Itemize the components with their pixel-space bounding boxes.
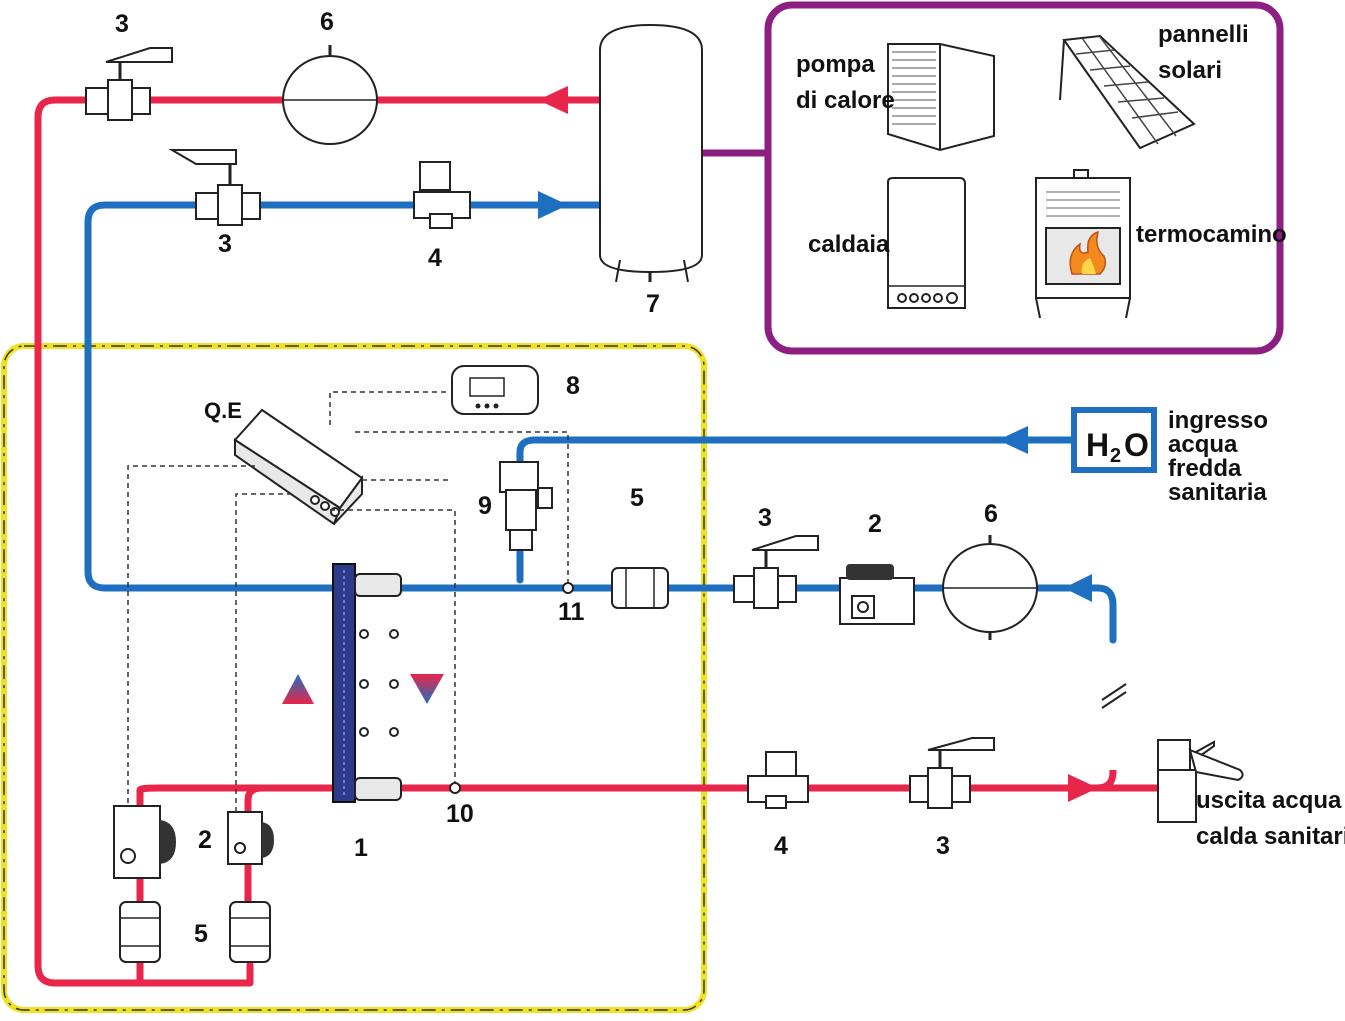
- wiring: [127, 391, 569, 812]
- h2o-subscript: 2: [1110, 445, 1121, 467]
- arrow-recirc-left: [1064, 574, 1092, 602]
- storage-tank: [599, 23, 703, 283]
- expansion-vessel-top: [282, 45, 378, 145]
- label-heat-pump-2: di calore: [796, 87, 895, 114]
- return-bend: [1096, 770, 1117, 792]
- h2o-letter-h: H: [1086, 427, 1109, 463]
- ball-valve-outlet[interactable]: [909, 737, 995, 809]
- boiler-icon: [887, 177, 966, 309]
- label-2-recirc: 2: [868, 510, 882, 538]
- label-inlet-4: sanitaria: [1168, 479, 1267, 506]
- arrow-outlet-right: [1068, 774, 1098, 802]
- union-primary: [119, 901, 161, 963]
- label-inlet-3: fredda: [1168, 455, 1242, 482]
- arrow-inlet-left: [998, 426, 1028, 454]
- label-8: 8: [566, 372, 580, 400]
- triangle-up: [282, 674, 314, 704]
- label-10: 10: [446, 800, 474, 828]
- label-3-outlet: 3: [936, 832, 950, 860]
- union-recirc: [611, 567, 669, 609]
- pump-recirc[interactable]: [839, 564, 915, 625]
- union-secondary: [229, 901, 271, 963]
- label-11: 11: [558, 598, 585, 626]
- label-7: 7: [646, 290, 660, 318]
- label-outlet-1: uscita acqua: [1196, 787, 1342, 814]
- label-3-top-cold: 3: [218, 230, 232, 258]
- h2o-box: [1071, 407, 1157, 473]
- check-valve-bottom: [747, 751, 809, 809]
- label-inlet-2: acqua: [1168, 431, 1238, 458]
- arrow-cold-right: [538, 191, 568, 219]
- label-boiler: caldaia: [808, 231, 890, 258]
- check-valve-top: [413, 161, 471, 229]
- label-qe: Q.E: [204, 398, 242, 423]
- triangle-down: [410, 674, 444, 704]
- label-1: 1: [354, 834, 368, 862]
- label-6-right: 6: [984, 500, 998, 528]
- thermostat: [451, 365, 539, 415]
- sensor-10: [449, 782, 461, 794]
- pump-primary[interactable]: [113, 805, 176, 879]
- label-3-top-hot: 3: [115, 10, 129, 38]
- label-6-top: 6: [320, 8, 334, 36]
- label-4-top: 4: [428, 244, 442, 272]
- h2o-letter-o: O: [1124, 427, 1149, 463]
- label-solar-2: solari: [1158, 57, 1222, 84]
- heat-pump-icon: [887, 43, 995, 152]
- pipe-break: [1101, 683, 1127, 701]
- faucet-icon: [1157, 739, 1244, 823]
- solar-panel-icon: [1059, 34, 1196, 150]
- control-box: [233, 408, 364, 526]
- flow-switch: [499, 461, 553, 551]
- label-4-bottom: 4: [774, 832, 788, 860]
- ball-valve-top-hot[interactable]: [85, 47, 173, 121]
- label-3-recirc: 3: [758, 504, 772, 532]
- pump-secondary[interactable]: [227, 811, 274, 865]
- label-solar-1: pannelli: [1158, 21, 1249, 48]
- label-5-recirc: 5: [630, 484, 644, 512]
- label-fireplace: termocamino: [1136, 221, 1287, 248]
- ball-valve-top-cold[interactable]: [168, 149, 261, 226]
- pipe-break-2: [1101, 691, 1127, 709]
- label-heat-pump-1: pompa: [796, 51, 875, 78]
- fireplace-icon: [1035, 169, 1131, 319]
- generators-frame: [764, 1, 1284, 355]
- label-9: 9: [478, 492, 492, 520]
- plate-heat-exchanger: [332, 563, 402, 803]
- arrow-hot-left: [538, 86, 568, 114]
- label-5-primary: 5: [194, 920, 208, 948]
- ball-valve-recirc[interactable]: [733, 535, 819, 609]
- label-outlet-2: calda sanitaria: [1196, 823, 1345, 850]
- label-inlet-1: ingresso: [1168, 407, 1268, 434]
- module-frame-dash: [3, 345, 705, 1011]
- sensor-11: [562, 582, 574, 594]
- label-2-primary: 2: [198, 826, 212, 854]
- expansion-vessel-right: [942, 535, 1038, 640]
